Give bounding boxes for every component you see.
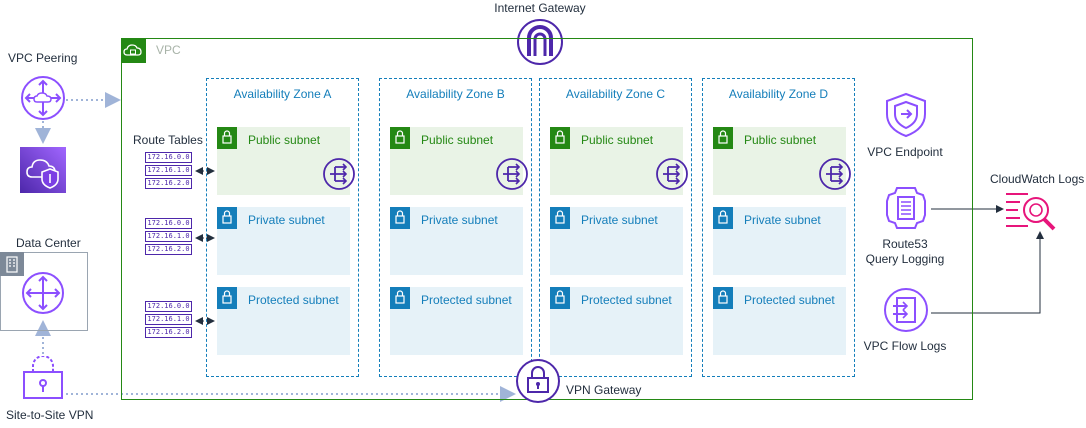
lock-icon — [713, 127, 733, 149]
subnet-label: Private subnet — [421, 213, 498, 227]
nat-gateway-icon — [323, 158, 355, 190]
private-subnet: Private subnet — [217, 207, 350, 275]
route-table-row: 172.16.1.0 — [145, 231, 192, 242]
private-subnet: Private subnet — [713, 207, 846, 275]
lock-icon — [217, 127, 237, 149]
public-subnet: Public subnet — [390, 127, 528, 195]
route-tables-label: Route Tables — [133, 133, 203, 147]
availability-zone-c: Availability Zone C Public subnet Privat… — [539, 78, 692, 377]
vpn-gateway-label: VPN Gateway — [566, 383, 642, 397]
subnet-label: Protected subnet — [581, 293, 672, 307]
public-subnet: Public subnet — [713, 127, 851, 195]
route53-label-line2: Query Logging — [865, 252, 945, 266]
route53-icon — [886, 187, 926, 229]
route-table-private: 172.16.0.0 172.16.1.0 172.16.2.0 — [145, 218, 192, 257]
nat-gateway-icon — [819, 158, 851, 190]
flowlogs-to-cloudwatch-connector — [931, 231, 1044, 314]
protected-subnet: Protected subnet — [217, 287, 350, 355]
subnet-label: Private subnet — [248, 213, 325, 227]
route53-label-line1: Route53 — [882, 237, 928, 251]
az-title: Availability Zone C — [565, 87, 666, 101]
cloudwatch-logs-icon — [1006, 193, 1056, 231]
subnet-label: Protected subnet — [421, 293, 512, 307]
subnet-label: Private subnet — [744, 213, 821, 227]
data-center-label: Data Center — [16, 236, 81, 250]
lock-icon — [713, 207, 733, 229]
building-icon — [0, 252, 24, 276]
subnet-label: Private subnet — [581, 213, 658, 227]
protected-subnet: Protected subnet — [550, 287, 683, 355]
vpc-peering-label: VPC Peering — [8, 51, 78, 65]
az-title: Availability Zone D — [728, 87, 829, 101]
vpc-label: VPC — [156, 43, 181, 57]
subnet-label: Protected subnet — [248, 293, 339, 307]
site-to-site-vpn-label: Site-to-Site VPN — [6, 408, 94, 422]
lock-icon — [390, 207, 410, 229]
availability-zone-d: Availability Zone D Public subnet Privat… — [702, 78, 855, 377]
internet-gateway-label: Internet Gateway — [494, 1, 586, 15]
lock-icon — [390, 127, 410, 149]
router-icon — [22, 272, 64, 314]
lock-icon — [550, 207, 570, 229]
vpc-flow-logs-icon — [884, 288, 928, 332]
route-table-row: 172.16.1.0 — [145, 165, 192, 176]
private-subnet: Private subnet — [550, 207, 683, 275]
route-table-protected: 172.16.0.0 172.16.1.0 172.16.2.0 — [145, 301, 192, 340]
data-center-box — [0, 252, 88, 331]
az-title: Availability Zone B — [406, 87, 505, 101]
route-table-row: 172.16.0.0 — [145, 218, 192, 229]
route-table-row: 172.16.1.0 — [145, 314, 192, 325]
az-title: Availability Zone A — [233, 87, 332, 101]
lock-icon — [217, 207, 237, 229]
nat-gateway-icon — [656, 158, 688, 190]
subnet-label: Public subnet — [421, 133, 494, 147]
protected-subnet: Protected subnet — [713, 287, 846, 355]
route-table-row: 172.16.0.0 — [145, 152, 192, 163]
nat-gateway-icon — [496, 158, 528, 190]
protected-subnet: Protected subnet — [390, 287, 523, 355]
subnet-label: Public subnet — [581, 133, 654, 147]
route-table-row: 172.16.2.0 — [145, 178, 192, 189]
route-table-row: 172.16.2.0 — [145, 327, 192, 338]
lock-icon — [550, 287, 570, 309]
vpc-peering-icon — [21, 76, 65, 120]
lock-icon — [550, 127, 570, 149]
lock-icon — [713, 287, 733, 309]
vpc-endpoint-label: VPC Endpoint — [867, 145, 943, 159]
vpc-flow-logs-label: VPC Flow Logs — [863, 339, 947, 353]
route-table-row: 172.16.2.0 — [145, 244, 192, 255]
route-table-public: 172.16.0.0 172.16.1.0 172.16.2.0 — [145, 152, 192, 191]
public-subnet: Public subnet — [217, 127, 355, 195]
private-subnet: Private subnet — [390, 207, 523, 275]
route-table-row: 172.16.0.0 — [145, 301, 192, 312]
subnet-label: Protected subnet — [744, 293, 835, 307]
shield-cloud-icon — [20, 147, 66, 193]
availability-zone-b: Availability Zone B Public subnet Privat… — [379, 78, 532, 377]
lock-icon — [217, 287, 237, 309]
public-subnet: Public subnet — [550, 127, 688, 195]
cloudwatch-logs-label: CloudWatch Logs — [990, 172, 1085, 186]
subnet-label: Public subnet — [248, 133, 321, 147]
vpn-gateway-icon — [516, 359, 560, 403]
site-to-site-vpn-icon — [23, 356, 63, 399]
lock-icon — [390, 287, 410, 309]
vpc-cloud-lock-icon — [121, 38, 146, 63]
subnet-label: Public subnet — [744, 133, 817, 147]
vpc-endpoint-icon — [886, 92, 926, 138]
availability-zone-a: Availability Zone A Public subnet Privat… — [206, 78, 359, 377]
